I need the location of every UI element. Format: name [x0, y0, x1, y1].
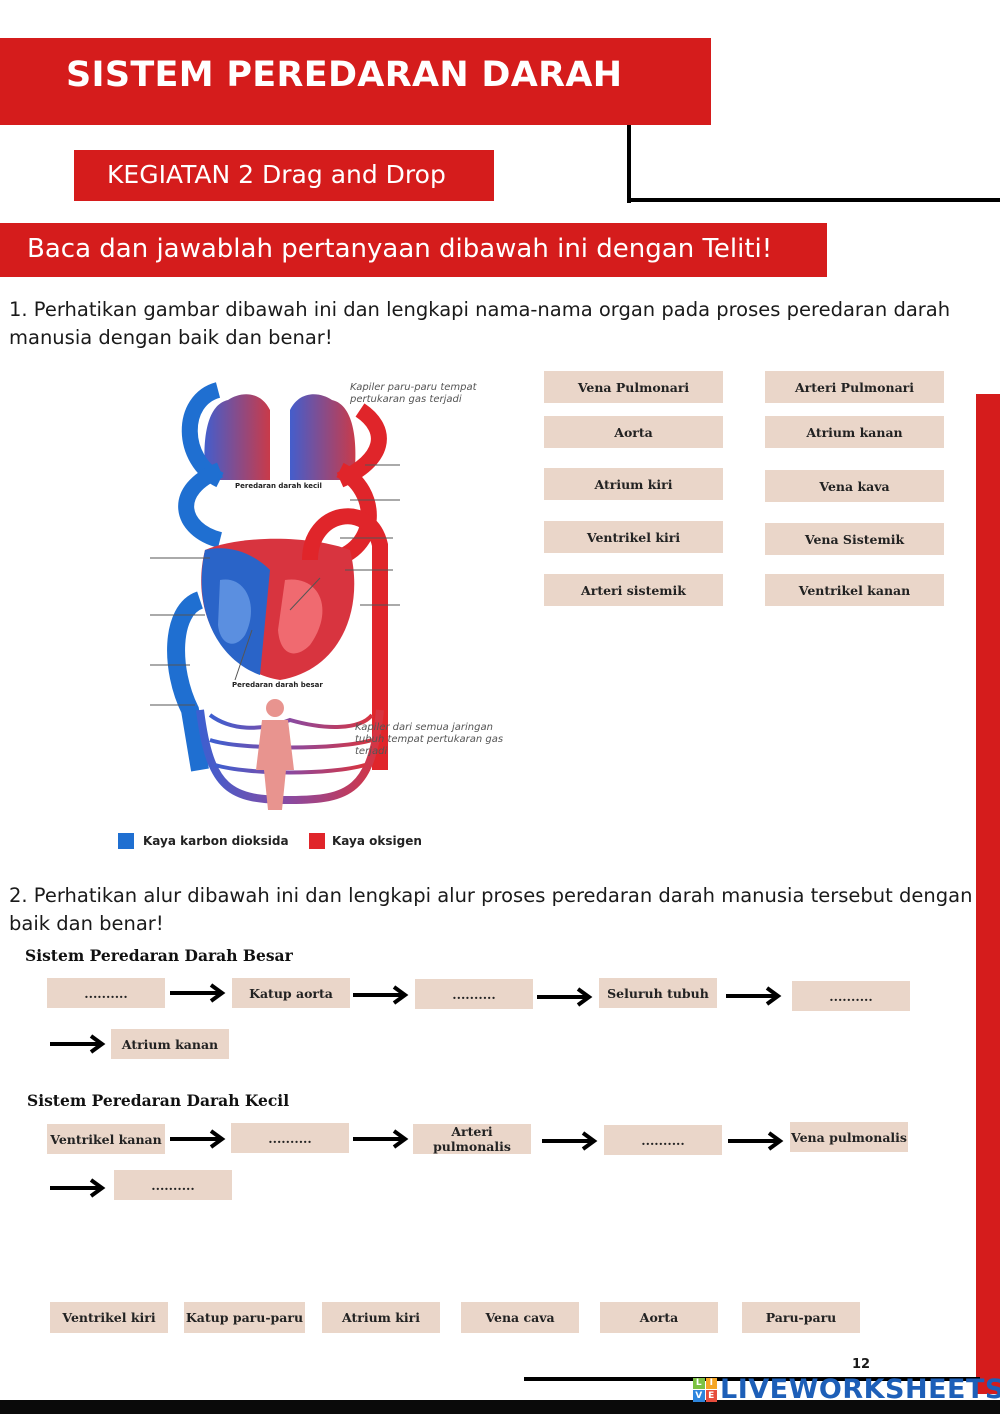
- legend-swatch-red: [309, 833, 325, 849]
- arrow-right-icon: [726, 985, 784, 1007]
- circulation-diagram: Kapiler paru-paru tempat pertukaran gas …: [110, 370, 510, 860]
- flow-step: Arteri pulmonalis: [413, 1124, 531, 1154]
- option-tile[interactable]: Atrium kiri: [544, 468, 723, 500]
- arrow-right-icon: [50, 1033, 108, 1055]
- drag-option[interactable]: Atrium kiri: [322, 1302, 440, 1333]
- flow-step: Seluruh tubuh: [599, 978, 717, 1008]
- circulation-diagram-graphic: [150, 382, 400, 810]
- title-banner: [0, 38, 711, 125]
- option-tile[interactable]: Ventrikel kanan: [765, 574, 944, 606]
- brand-text: LIVEWORKSHEETS: [720, 1374, 1000, 1405]
- option-tile[interactable]: Atrium kanan: [765, 416, 944, 448]
- legend-label-red: Kaya oksigen: [332, 834, 422, 848]
- legend-label-blue: Kaya karbon dioksida: [143, 834, 289, 848]
- arrow-right-icon: [353, 984, 411, 1006]
- question-2-text: 2. Perhatikan alur dibawah ini dan lengk…: [9, 884, 973, 935]
- option-tile[interactable]: Arteri sistemik: [544, 574, 723, 606]
- activity-subtitle: KEGIATAN 2 Drag and Drop: [107, 160, 446, 189]
- flow-drop-slot[interactable]: ..........: [231, 1123, 349, 1153]
- instruction-text: Baca dan jawablah pertanyaan dibawah ini…: [27, 234, 773, 264]
- option-tile[interactable]: Vena Pulmonari: [544, 371, 723, 403]
- flow-step: Katup aorta: [232, 978, 350, 1008]
- flow-drop-slot[interactable]: ..........: [415, 979, 533, 1009]
- flow-drop-slot[interactable]: ..........: [792, 981, 910, 1011]
- page-title: SISTEM PEREDARAN DARAH: [66, 55, 623, 95]
- drag-option[interactable]: Vena cava: [461, 1302, 579, 1333]
- liveworksheets-logo-icon: L I V E: [693, 1377, 717, 1402]
- subtitle-banner: [74, 150, 494, 201]
- arrow-right-icon: [50, 1177, 108, 1199]
- arrow-right-icon: [170, 982, 228, 1004]
- arrow-right-icon: [537, 986, 595, 1008]
- option-tile[interactable]: Arteri Pulmonari: [765, 371, 944, 403]
- big-circulation-label: Sistem Peredaran Darah Besar: [25, 946, 293, 965]
- legend-swatch-blue: [118, 833, 134, 849]
- drag-option[interactable]: Paru-paru: [742, 1302, 860, 1333]
- caption-body-capillary: Kapiler dari semua jaringan tubuh tempat…: [355, 722, 504, 757]
- flow-drop-slot[interactable]: ..........: [604, 1125, 722, 1155]
- label-large-circulation: Peredaran darah besar: [232, 681, 323, 689]
- arrow-right-icon: [170, 1128, 228, 1150]
- page-number: 12: [852, 1357, 871, 1372]
- liveworksheets-brand[interactable]: L I V E LIVEWORKSHEETS: [693, 1374, 1000, 1405]
- small-circulation-label: Sistem Peredaran Darah Kecil: [27, 1091, 290, 1110]
- corner-line-horizontal: [627, 198, 1000, 202]
- label-small-circulation: Peredaran darah kecil: [235, 482, 322, 490]
- drag-option[interactable]: Aorta: [600, 1302, 718, 1333]
- flow-step: Vena pulmonalis: [790, 1122, 908, 1152]
- drag-option[interactable]: Katup paru-paru: [184, 1302, 305, 1333]
- flow-step: Ventrikel kanan: [47, 1124, 165, 1154]
- footer-line: [524, 1377, 980, 1381]
- corner-line-vertical: [627, 125, 631, 203]
- option-tile[interactable]: Ventrikel kiri: [544, 521, 723, 553]
- side-accent-bar: [976, 394, 1000, 1394]
- caption-lung-capillary: Kapiler paru-paru tempat pertukaran gas …: [350, 382, 477, 405]
- arrow-right-icon: [542, 1130, 600, 1152]
- option-tile[interactable]: Aorta: [544, 416, 723, 448]
- option-tile[interactable]: Vena Sistemik: [765, 523, 944, 555]
- arrow-right-icon: [728, 1130, 786, 1152]
- bottom-band: [0, 1400, 1000, 1414]
- flow-drop-slot[interactable]: ..........: [114, 1170, 232, 1200]
- arrow-right-icon: [353, 1128, 411, 1150]
- flow-step: Atrium kanan: [111, 1029, 229, 1059]
- instruction-banner: [0, 223, 827, 277]
- option-tile[interactable]: Vena kava: [765, 470, 944, 502]
- question-1-text: 1. Perhatikan gambar dibawah ini dan len…: [9, 298, 951, 349]
- flow-drop-slot[interactable]: ..........: [47, 978, 165, 1008]
- drag-option[interactable]: Ventrikel kiri: [50, 1302, 168, 1333]
